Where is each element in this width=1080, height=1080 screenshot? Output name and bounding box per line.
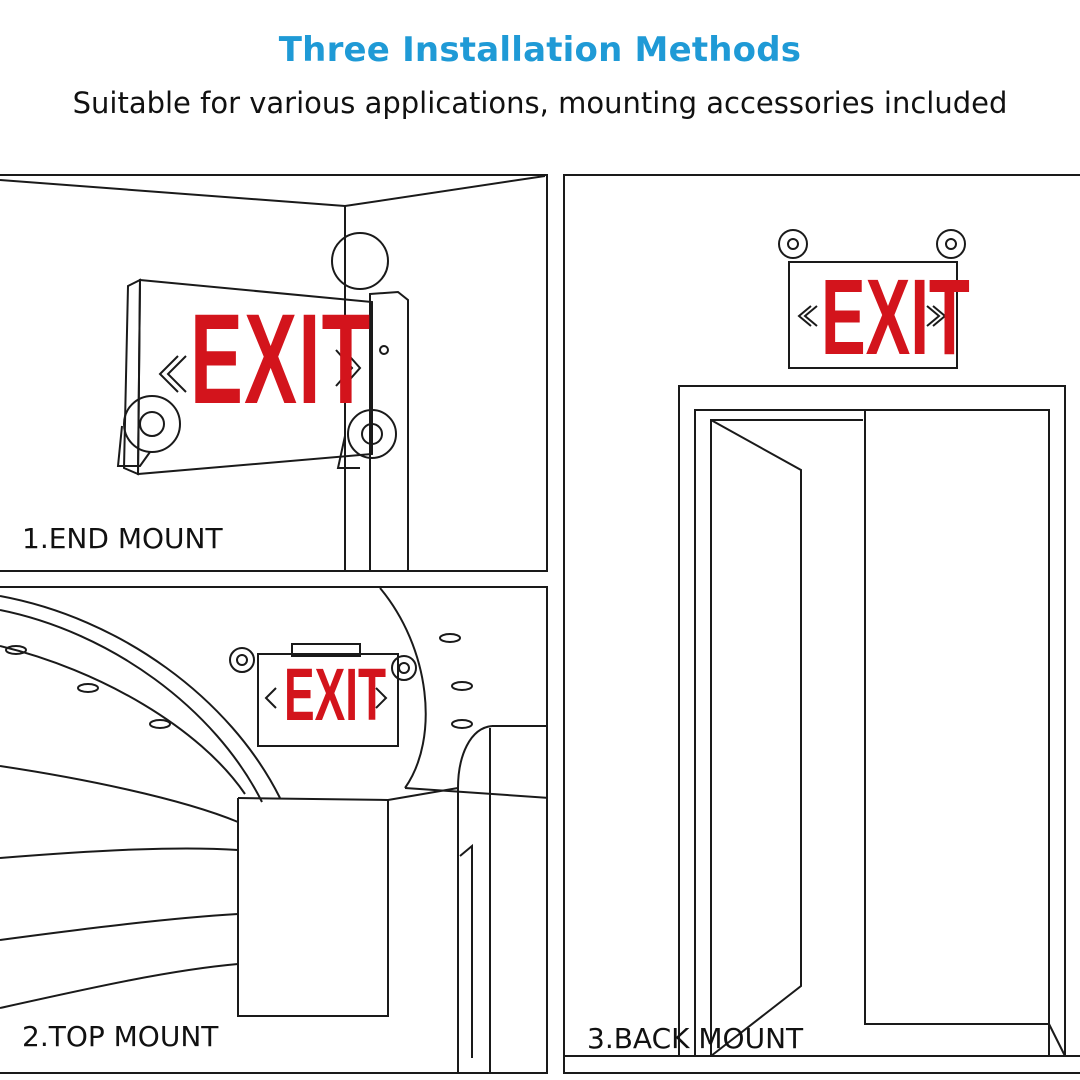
top-mount-caption: 2.TOP MOUNT xyxy=(22,1020,219,1053)
end-mount-caption: 1.END MOUNT xyxy=(22,522,223,555)
end-mount-exit-sign-text: EXIT xyxy=(190,288,372,431)
end-mount-illustration xyxy=(0,176,546,570)
back-mount-exit-sign-text: EXIT xyxy=(821,256,970,377)
page-subtitle: Suitable for various applications, mount… xyxy=(72,86,1008,120)
top-mount-illustration xyxy=(0,588,546,1072)
panel-back-mount: EXIT 3.BACK MOUNT xyxy=(563,174,1080,1074)
top-mount-exit-sign-text: EXIT xyxy=(284,653,386,736)
page-title: Three Installation Methods xyxy=(278,30,802,70)
panel-top-mount: EXIT 2.TOP MOUNT xyxy=(0,586,548,1074)
back-mount-illustration xyxy=(565,229,1080,1057)
panel-end-mount: EXIT 1.END MOUNT xyxy=(0,174,548,572)
back-mount-caption: 3.BACK MOUNT xyxy=(587,1022,804,1055)
